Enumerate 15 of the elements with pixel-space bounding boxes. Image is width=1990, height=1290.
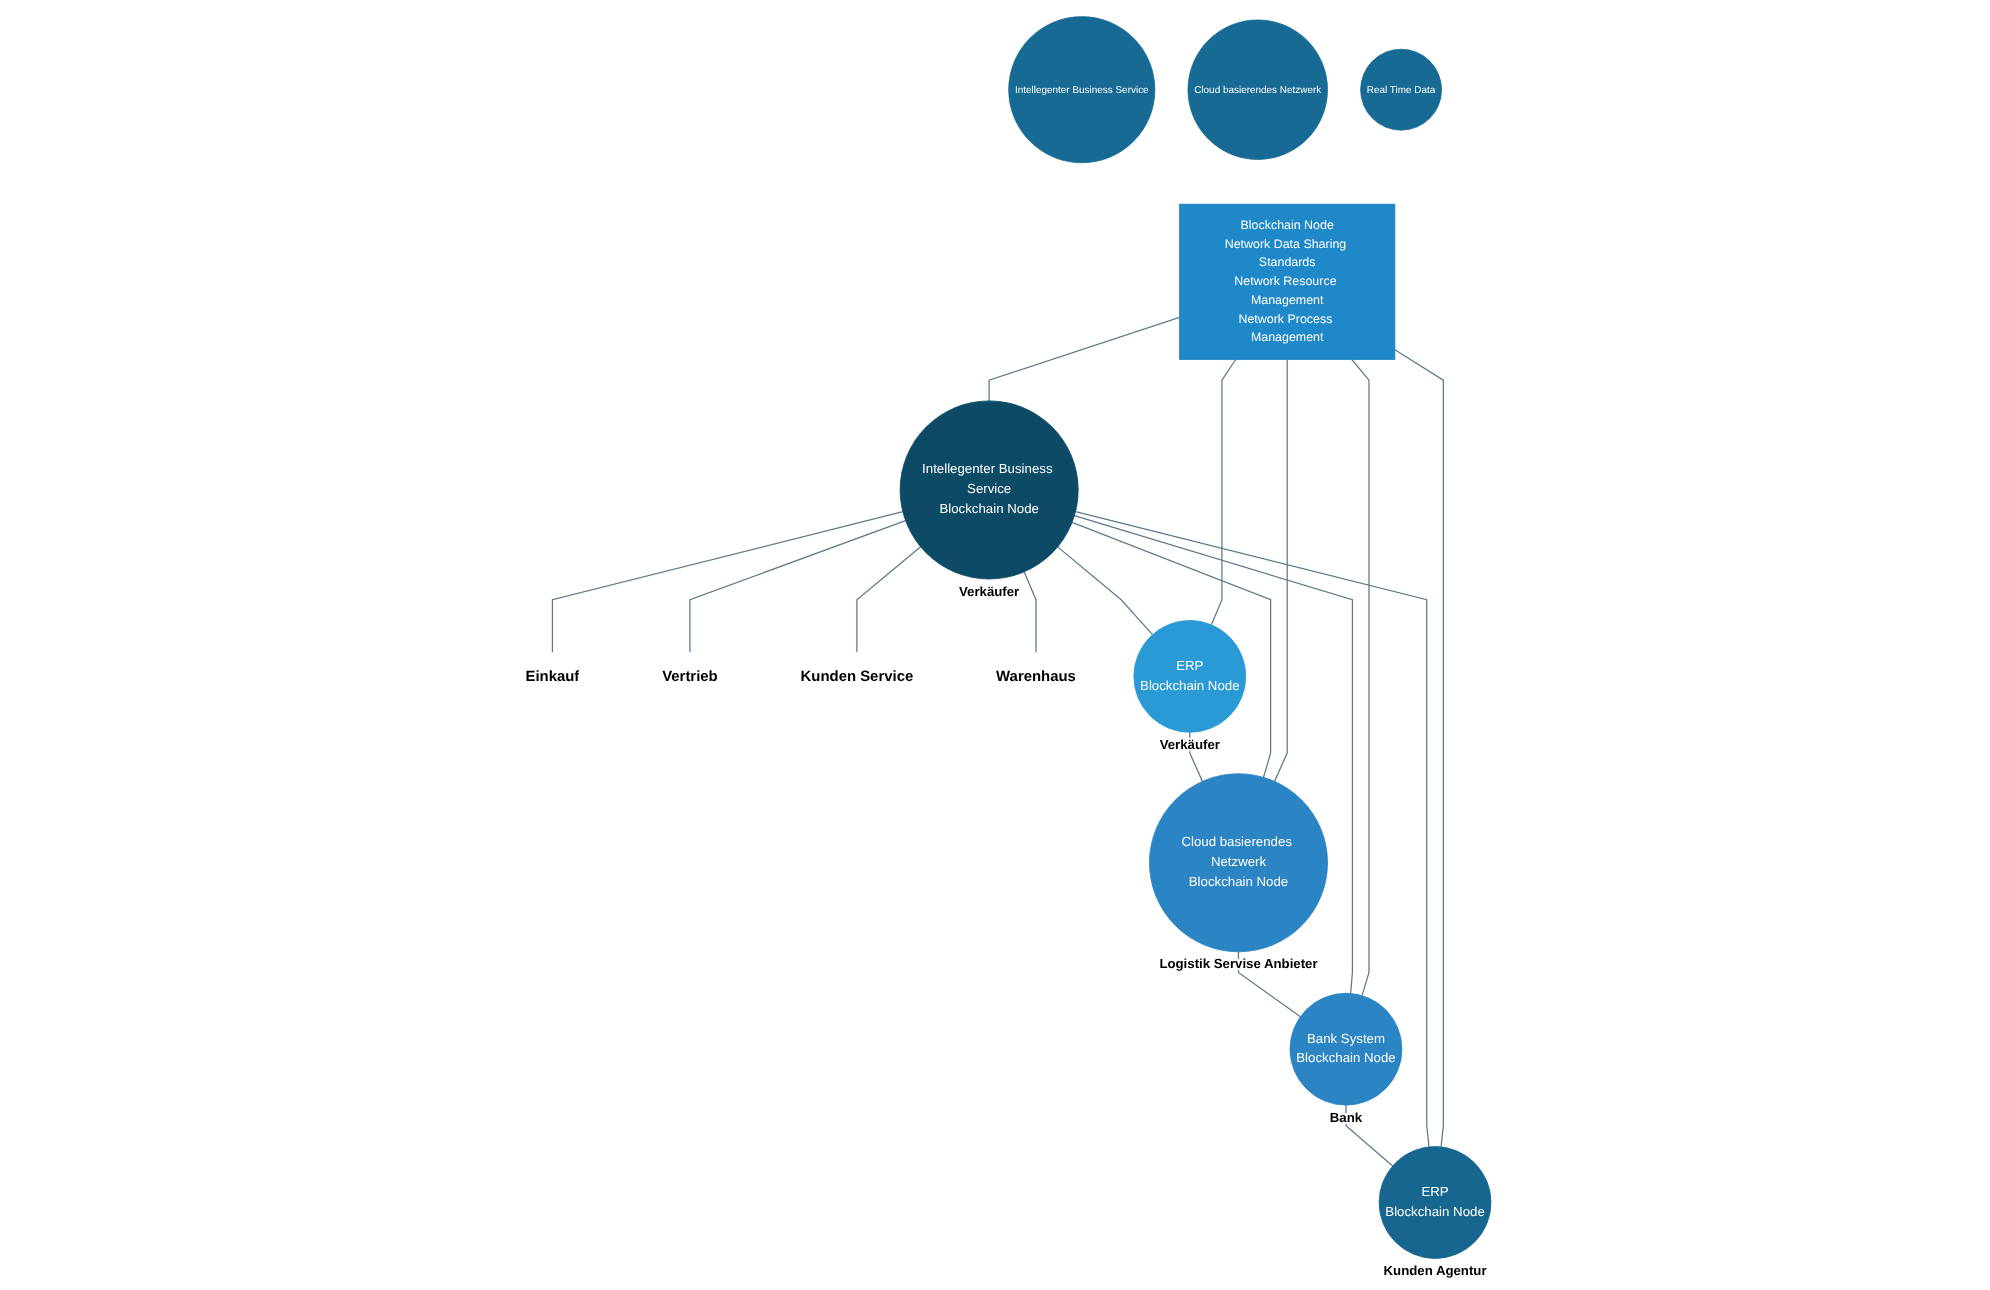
connector — [1237, 951, 1301, 1018]
connector — [1273, 358, 1287, 782]
connector — [1210, 358, 1236, 626]
connector — [987, 316, 1180, 402]
connector — [1074, 511, 1429, 1148]
connector — [1070, 521, 1271, 778]
connector — [855, 546, 921, 654]
connector — [1072, 515, 1353, 995]
connector — [688, 520, 906, 654]
connector — [1344, 1104, 1393, 1167]
connector — [1022, 571, 1036, 654]
connector — [1393, 349, 1444, 1148]
connector — [551, 511, 903, 654]
connector — [1056, 546, 1153, 636]
connector — [1350, 358, 1369, 997]
